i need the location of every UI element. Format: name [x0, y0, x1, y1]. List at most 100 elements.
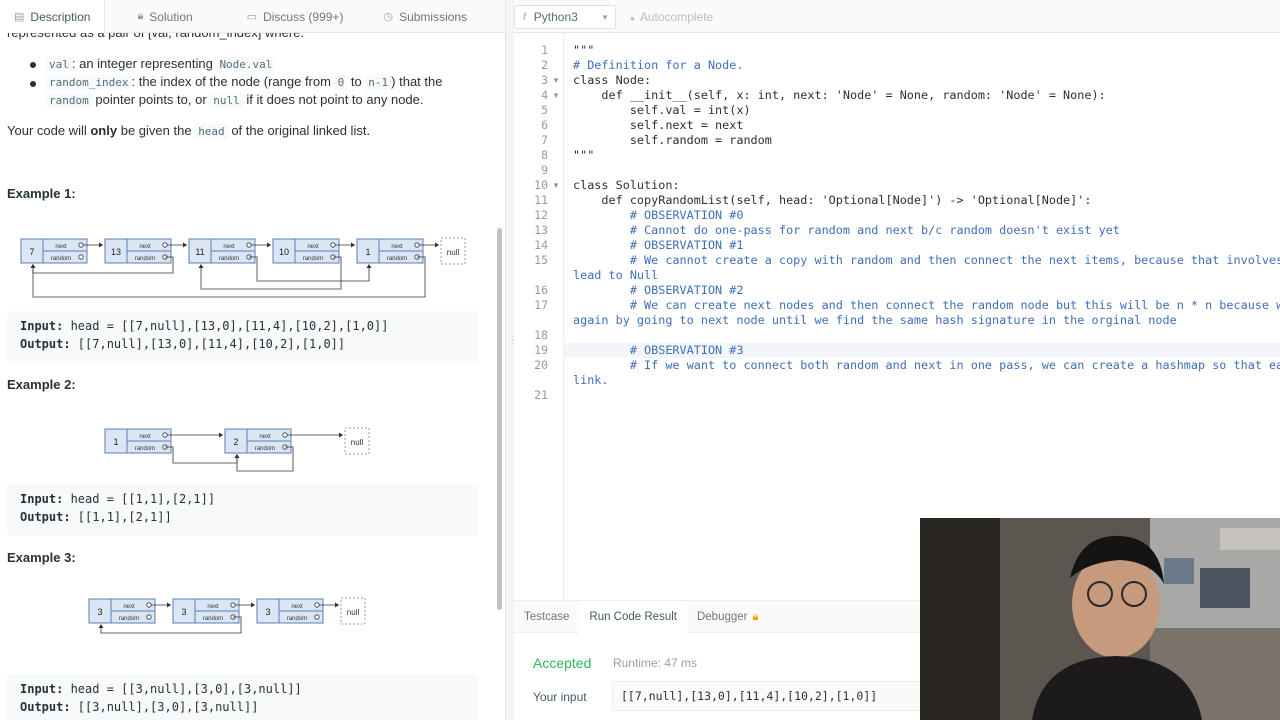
- line-number: 10: [534, 178, 548, 192]
- tab-solution[interactable]: 🔒︎Solution: [137, 9, 193, 24]
- chat-icon: ▭: [246, 11, 258, 23]
- node-next-label: next: [55, 244, 67, 250]
- bullet: [30, 81, 36, 87]
- runtime-text: Runtime: 47 ms: [613, 656, 698, 670]
- node-next-label: next: [291, 604, 303, 610]
- code-line: # We can create next nodes and then conn…: [573, 298, 1280, 312]
- drag-handle-icon: ⋮: [508, 335, 518, 346]
- presenter-video: [920, 518, 1280, 720]
- node-next-label: next: [223, 244, 235, 250]
- function-icon: f: [523, 11, 526, 23]
- random-pointer: [78, 254, 84, 260]
- arrow-head: [219, 432, 223, 438]
- line-number: 18: [534, 328, 548, 342]
- arrow-head: [234, 454, 240, 458]
- bullet: [30, 62, 36, 68]
- arrow-head: [435, 242, 439, 248]
- code-line: """: [573, 43, 595, 57]
- next-pointer: [414, 242, 420, 248]
- node-next-label: next: [139, 434, 151, 440]
- node-next-label: next: [123, 604, 135, 610]
- node-value: 2: [233, 437, 238, 447]
- line-number: 16: [534, 283, 548, 297]
- fold-toggle-icon[interactable]: ▼: [552, 181, 560, 190]
- random-pointer: [314, 614, 320, 620]
- pane-splitter[interactable]: ⋮: [506, 0, 518, 720]
- random-link: [32, 256, 426, 298]
- arrow-head: [251, 602, 255, 608]
- line-number: 15: [534, 253, 548, 267]
- arrow-head: [366, 264, 372, 268]
- next-pointer: [78, 242, 84, 248]
- example-1-title: Example 1:: [7, 186, 76, 201]
- editor-toolbar: f Python3 ▼ ●Autocomplete: [514, 0, 1280, 33]
- status-accepted: Accepted: [533, 655, 592, 671]
- code-line: """: [573, 148, 595, 162]
- your-input-label: Your input: [533, 690, 587, 704]
- tab-discuss[interactable]: ▭Discuss (999+): [246, 9, 344, 24]
- null-node: [440, 237, 466, 265]
- code-line: class Node:: [573, 73, 652, 87]
- code-line: self.random = random: [573, 133, 772, 147]
- only-head-note: Your code will only be given the head of…: [7, 123, 371, 139]
- node-random-label: random: [303, 256, 323, 262]
- next-pointer: [162, 242, 168, 248]
- next-pointer: [230, 602, 236, 608]
- bullet-val: val: an integer representing Node.val: [46, 55, 276, 74]
- tab-debugger[interactable]: Debugger🔒︎: [696, 610, 759, 624]
- code-line: self.next = next: [573, 118, 744, 132]
- node-value: 1: [113, 437, 118, 447]
- random-pointer: [146, 614, 152, 620]
- arrow-head: [167, 602, 171, 608]
- example-3-io: Input: head = [[3,null],[3,0],[3,null]] …: [7, 674, 478, 720]
- fold-toggle-icon[interactable]: ▼: [552, 76, 560, 85]
- tab-submissions[interactable]: ◷Submissions: [383, 9, 468, 24]
- node-next-label: next: [139, 244, 151, 250]
- code-line: # OBSERVATION #3: [573, 343, 744, 357]
- next-pointer: [282, 432, 288, 438]
- node-value: 10: [279, 247, 289, 257]
- arrow-head: [351, 242, 355, 248]
- line-number: 11: [534, 193, 548, 207]
- description-scrollbar[interactable]: [497, 228, 502, 610]
- line-number: 12: [534, 208, 548, 222]
- example-2-io: Input: head = [[1,1],[2,1]] Output: [[1,…: [7, 484, 478, 536]
- tab-run-code-result[interactable]: Run Code Result: [579, 601, 687, 633]
- next-pointer: [314, 602, 320, 608]
- tab-testcase[interactable]: Testcase: [524, 611, 570, 623]
- node-value: 3: [97, 607, 102, 617]
- tab-description[interactable]: ▤Description: [0, 0, 106, 33]
- fold-toggle-icon[interactable]: ▼: [552, 91, 560, 100]
- example-2-title: Example 2:: [7, 377, 76, 392]
- line-number: 8: [541, 148, 548, 162]
- arrow-head: [335, 602, 339, 608]
- line-number: 14: [534, 238, 548, 252]
- random-link: [249, 256, 370, 282]
- code-line: # Cannot do one-pass for random and next…: [573, 223, 1120, 237]
- line-number: 3: [541, 73, 548, 87]
- autocomplete-toggle[interactable]: ●Autocomplete: [630, 10, 714, 24]
- problem-description: represented as a pair of [val, random_in…: [0, 33, 498, 720]
- language-select[interactable]: f Python3 ▼: [514, 5, 616, 29]
- description-top-line: represented as a pair of [val, random_in…: [7, 33, 304, 42]
- line-number: 1: [541, 43, 548, 57]
- node-value: 7: [29, 247, 34, 257]
- example-3-title: Example 3:: [7, 550, 76, 565]
- random-link: [100, 616, 242, 634]
- node-value: 3: [265, 607, 270, 617]
- line-number: 19: [534, 343, 548, 357]
- null-label: null: [351, 438, 364, 447]
- next-pointer: [330, 242, 336, 248]
- next-pointer: [162, 432, 168, 438]
- code-line: self.val = int(x): [573, 103, 751, 117]
- node-random-label: random: [119, 616, 139, 622]
- code-line: link.: [573, 373, 609, 387]
- null-label: null: [447, 248, 460, 257]
- line-number: 4: [541, 88, 548, 102]
- random-link: [236, 446, 294, 472]
- your-input-value: [[7,null],[13,0],[11,4],[10,2],[1,0]]: [612, 681, 942, 711]
- arrow-head: [339, 432, 343, 438]
